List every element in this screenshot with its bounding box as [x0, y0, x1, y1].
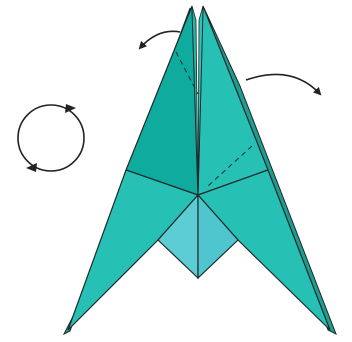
origami-diagram [0, 0, 352, 342]
